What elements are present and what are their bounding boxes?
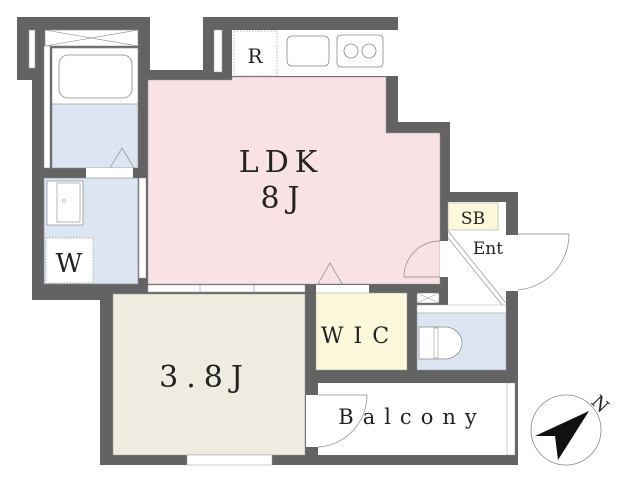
basin-bowl [56, 182, 81, 223]
bedroom [112, 293, 306, 456]
door-opening [440, 241, 448, 277]
sink-icon [286, 35, 330, 67]
ldk-size: 8J [260, 181, 307, 216]
washroom-label: W [56, 249, 83, 279]
burner-icon [361, 43, 377, 59]
door-swing [403, 240, 441, 278]
shoe-box [447, 202, 499, 231]
door-marks [199, 283, 255, 295]
burner-icon [343, 43, 359, 59]
stove-icon [336, 34, 384, 68]
wic-label: WIC [321, 324, 399, 349]
door-swing [317, 394, 368, 448]
sliding-door [147, 284, 306, 293]
wash-basin-icon [46, 180, 84, 226]
window [213, 29, 223, 73]
door-swing [517, 233, 570, 291]
door-opening [86, 168, 133, 178]
balcony-label: Balcony [338, 405, 485, 429]
window [28, 29, 36, 69]
wic-room [315, 292, 408, 371]
pipe-x-icon [416, 292, 440, 304]
toilet-icon [418, 326, 463, 360]
step-line [447, 230, 507, 307]
partition [43, 45, 51, 169]
ldk-room [147, 76, 441, 285]
sliding-door [138, 177, 147, 279]
door-triangle-icon [109, 147, 135, 169]
fridge-space [233, 30, 278, 77]
fridge-label: R [247, 44, 263, 68]
door-opening [316, 285, 369, 293]
entrance-label: Ent [473, 239, 503, 259]
door-triangle-icon [317, 262, 343, 285]
bedroom-size: 3.8J [159, 360, 251, 395]
balcony-door[interactable] [306, 395, 318, 447]
ldk-label: LDK [239, 145, 323, 180]
washer-space [45, 237, 94, 284]
north-arrow-icon [535, 411, 589, 460]
compass: N [530, 391, 613, 466]
faucet-icon [62, 199, 66, 203]
shoe-box-label: SB [461, 209, 485, 229]
storage-x-icon [44, 29, 139, 47]
toilet-tank [433, 327, 439, 359]
window [186, 454, 273, 466]
sliding-door [416, 304, 507, 314]
front-door[interactable] [506, 235, 518, 291]
balcony-rail [506, 382, 516, 456]
bathtub-icon [58, 54, 133, 99]
